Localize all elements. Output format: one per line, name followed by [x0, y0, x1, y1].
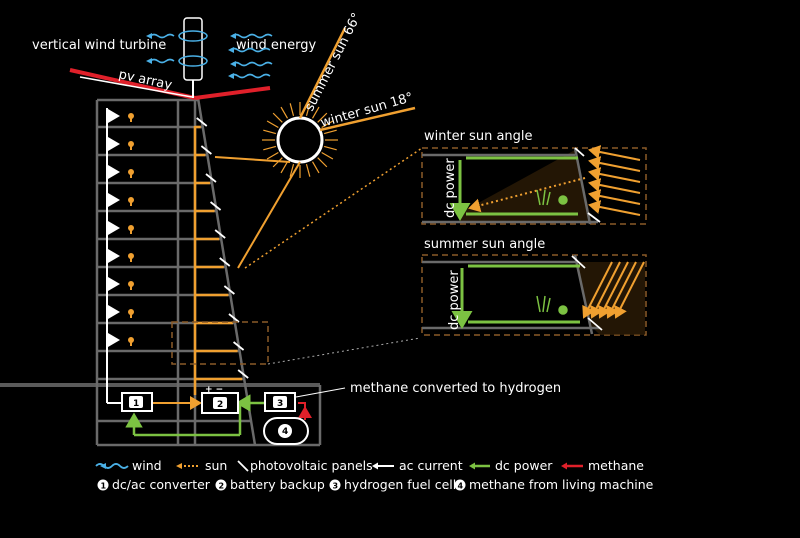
summer-beam: [606, 261, 637, 319]
legend: wind sun photovoltaic panels ac current …: [95, 458, 644, 473]
legend-ac-current: ac current: [372, 458, 463, 473]
svg-text:dc/ac converter: dc/ac converter: [112, 477, 211, 492]
svg-text:3: 3: [333, 482, 339, 491]
svg-text:sun: sun: [205, 458, 227, 473]
methane-callout-label: methane converted to hydrogen: [350, 381, 561, 396]
pv-panel: [196, 117, 208, 127]
wind-arrows: [146, 33, 273, 79]
wind-turbine: [178, 17, 208, 98]
svg-text:photovoltaic panels: photovoltaic panels: [250, 458, 373, 473]
light-bulb-icon: [128, 309, 134, 318]
pv-panel: [209, 201, 222, 211]
winter-angle-label: winter sun angle: [424, 129, 533, 144]
summer-detail-panel: [421, 254, 647, 336]
pv-panel: [228, 313, 240, 323]
light-bulb-icon: [128, 281, 134, 290]
legend-component-1: 1 dc/ac converter: [97, 477, 211, 492]
svg-text:ac current: ac current: [399, 458, 463, 473]
legend-sun: sun: [176, 458, 227, 473]
dc-ac-converter: 1: [121, 392, 153, 412]
light-bulb-icon: [128, 169, 134, 178]
photovoltaic-panels: [195, 117, 249, 381]
winter-beam: [588, 200, 641, 216]
light-bulb-icon: [128, 253, 134, 262]
wind-arrow: [228, 73, 271, 79]
summer-beam: [582, 261, 613, 319]
svg-text:1: 1: [133, 399, 139, 409]
ac-current-lines: [107, 109, 134, 347]
light-bulb-icon: [128, 197, 134, 206]
light-bulb-icon: [128, 141, 134, 150]
svg-text:wind: wind: [132, 458, 162, 473]
wind-energy-label: wind energy: [236, 38, 316, 53]
summer-angle-label: summer sun angle: [424, 237, 545, 252]
pv-panel: [232, 341, 245, 351]
legend-methane: methane: [561, 458, 644, 473]
pv-panel: [200, 145, 212, 155]
wind-turbine-label: vertical wind turbine: [32, 38, 166, 53]
winter-dc-power-label: dc power: [443, 158, 458, 218]
pv-array-white: [79, 76, 193, 98]
summer-dc-power-label: dc power: [447, 270, 462, 330]
winter-beam: [588, 145, 641, 161]
wind-arrow-left: [146, 58, 175, 64]
summer-sun-ray: [298, 27, 347, 119]
svg-text:dc power: dc power: [495, 458, 553, 473]
battery-backup: 2 + −: [201, 385, 239, 414]
floor-lines: [97, 98, 252, 423]
svg-text:4: 4: [282, 427, 288, 437]
winter-beam: [588, 156, 641, 172]
detail-highlight-box: [171, 321, 269, 365]
wind-arrow: [230, 61, 273, 67]
winter-beam: [588, 178, 641, 194]
winter-detail-panel: [421, 145, 647, 225]
legend-component-4: 4 methane from living machine: [454, 477, 654, 492]
light-bulb-icon: [128, 337, 134, 346]
svg-text:2: 2: [217, 400, 223, 410]
winter-sun-ray: [319, 106, 416, 132]
svg-text:3: 3: [277, 399, 283, 409]
summer-beam: [590, 261, 621, 319]
winter-beam: [588, 189, 641, 205]
pv-panel: [214, 229, 226, 239]
legend-wind: wind: [95, 458, 162, 473]
pv-panel: [223, 285, 235, 295]
summer-beam: [598, 261, 629, 319]
svg-text:+ −: + −: [205, 385, 223, 395]
legend-component-3: 3 hydrogen fuel cell: [329, 477, 456, 492]
light-bulb-icon: [128, 113, 134, 122]
pv-panel: [205, 173, 217, 183]
svg-text:1: 1: [101, 482, 107, 491]
sun-beam: [214, 156, 291, 163]
wind-arrow: [228, 47, 271, 53]
wind-arrow-left: [146, 33, 175, 39]
power-circuit: [106, 108, 312, 437]
svg-text:methane from living machine: methane from living machine: [469, 477, 654, 492]
pv-panel: [237, 369, 249, 379]
svg-text:hydrogen fuel cell: hydrogen fuel cell: [344, 477, 456, 492]
sun-beam: [237, 161, 301, 269]
svg-text:2: 2: [219, 482, 225, 491]
methane-tank: 4: [263, 417, 309, 445]
detail-leader-top: [244, 147, 423, 269]
hydrogen-fuel-cell: 3: [264, 392, 296, 412]
pv-array-right: [194, 86, 271, 100]
legend-photovoltaic-panels: photovoltaic panels: [237, 458, 373, 473]
pv-panel: [219, 257, 231, 267]
summer-sun-label: summer sun 66°: [302, 11, 365, 114]
methane-callout-line: [295, 387, 346, 398]
legend-component-2: 2 battery backup: [215, 477, 325, 492]
svg-text:methane: methane: [588, 458, 644, 473]
svg-text:battery backup: battery backup: [230, 477, 325, 492]
legend-dc-power: dc power: [469, 458, 553, 473]
wind-arrow: [230, 33, 273, 39]
light-bulb-icon: [128, 225, 134, 234]
detail-leader-bottom: [267, 337, 421, 365]
svg-text:4: 4: [458, 482, 464, 491]
summer-beam: [614, 261, 645, 319]
component-legend: 1 dc/ac converter 2 battery backup 3 hydrogen…: [97, 477, 654, 492]
winter-beam: [588, 167, 641, 183]
sun-beams: [214, 156, 301, 269]
